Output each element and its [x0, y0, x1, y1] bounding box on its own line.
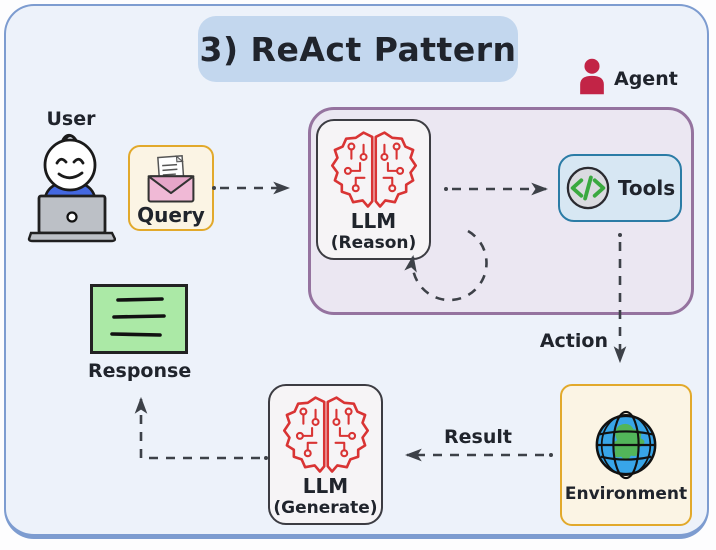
globe-icon [595, 410, 657, 480]
user-label: User [46, 108, 96, 130]
result-label: Result [444, 426, 512, 448]
agent-label: Agent [614, 68, 678, 90]
query-label: Query [137, 203, 205, 227]
person-icon [580, 58, 604, 95]
code-icon [566, 166, 610, 210]
page-title: 3) ReAct Pattern [199, 29, 517, 69]
action-label: Action [539, 330, 608, 352]
title-pill: 3) ReAct Pattern [198, 16, 518, 82]
response-label: Response [88, 360, 192, 382]
brain-circuit-icon [282, 396, 369, 473]
query-box: Query [128, 145, 214, 231]
envelope-document-icon [147, 154, 195, 203]
llm-generate-role: (Generate) [273, 497, 378, 518]
document-lines-icon [90, 284, 188, 354]
tools-box: Tools [558, 154, 682, 222]
environment-box: Environment [560, 384, 692, 526]
tools-label: Tools [617, 176, 676, 200]
brain-circuit-icon [330, 131, 417, 208]
llm-generate-label: LLM [302, 473, 349, 498]
llm-reason-role: (Reason) [330, 232, 417, 253]
llm-reason-label: LLM [350, 208, 397, 233]
environment-label: Environment [564, 484, 688, 504]
person-at-laptop-icon [27, 133, 116, 243]
llm-reason-box: LLM (Reason) [316, 119, 431, 260]
llm-generate-box: LLM (Generate) [268, 384, 383, 525]
